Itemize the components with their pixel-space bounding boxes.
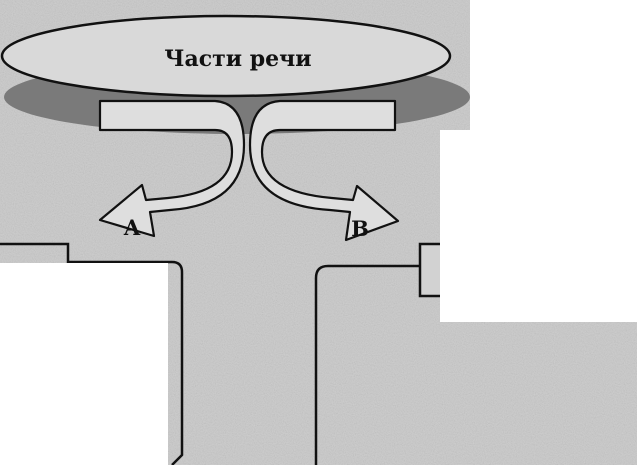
branch-label-a: А (123, 215, 140, 240)
arrow-right (248, 99, 400, 242)
blank-region-left (0, 263, 168, 465)
title-text: Части речи (164, 46, 311, 72)
blank-region-right (470, 0, 637, 130)
branch-label-b: В (351, 216, 369, 241)
title-ellipse (0, 14, 452, 98)
right-box-outline (314, 252, 428, 465)
blank-region-right-lower (440, 130, 637, 322)
left-box-outline (0, 242, 184, 465)
arrow-left (98, 99, 246, 238)
